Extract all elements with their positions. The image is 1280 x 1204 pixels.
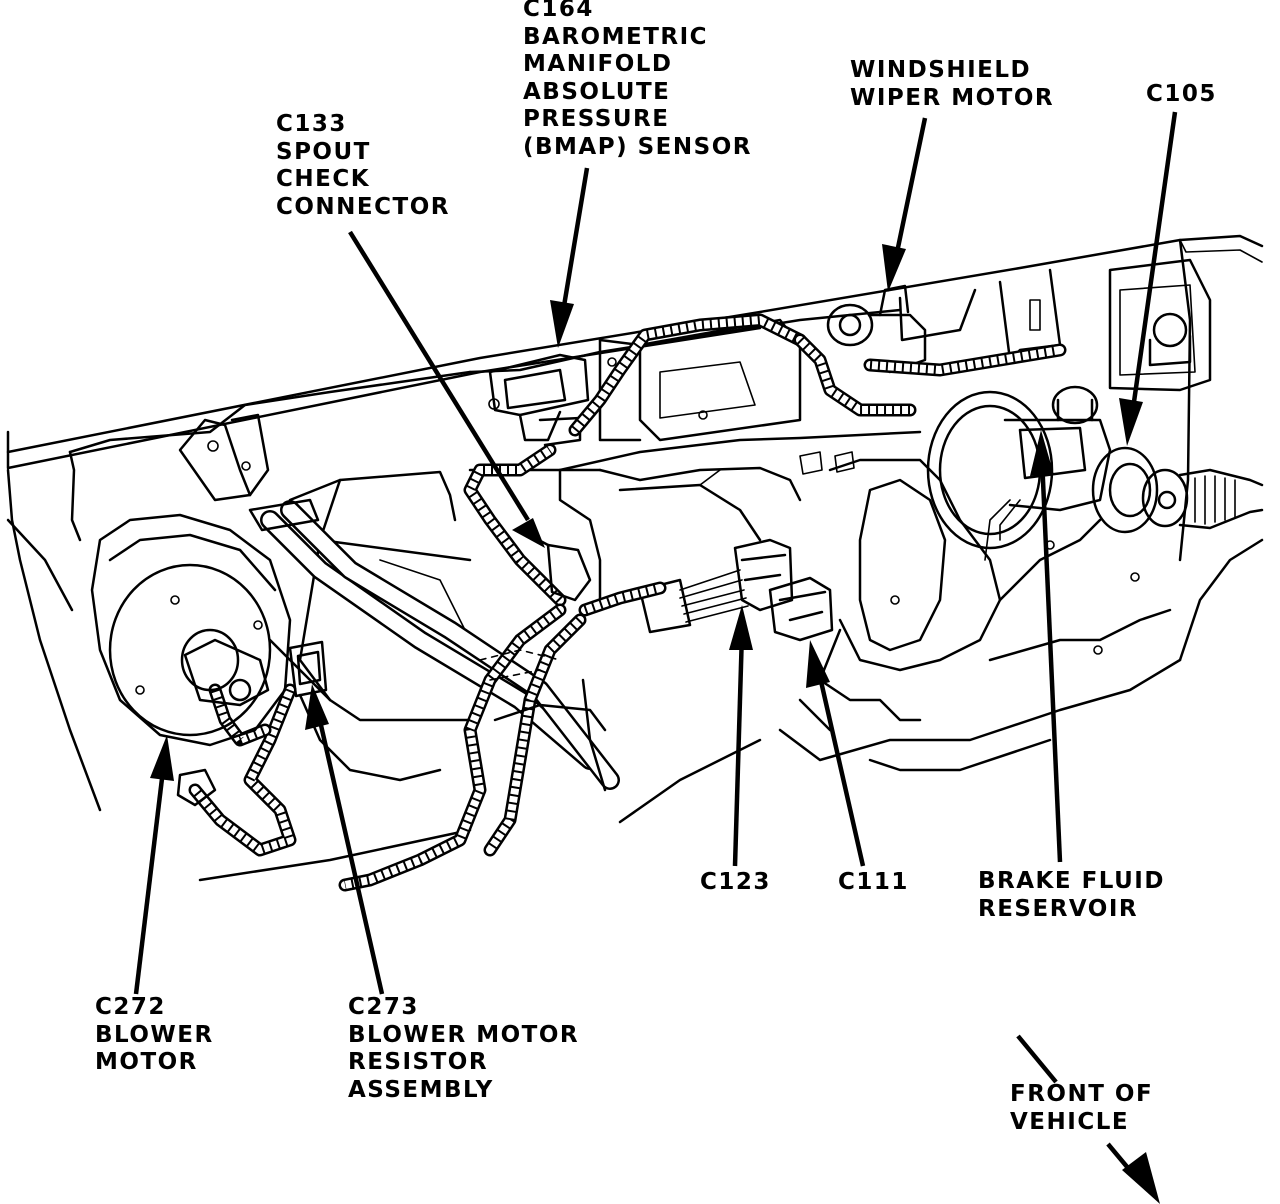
c164-bmap-sensor-label: C164 BAROMETRIC MANIFOLD ABSOLUTE PRESSU…	[523, 0, 752, 161]
c273-blower-motor-resistor-label: C273 BLOWER MOTOR RESISTOR ASSEMBLY	[348, 994, 579, 1104]
label-line: MOTOR	[95, 1049, 198, 1075]
label-line: ASSEMBLY	[348, 1076, 494, 1103]
c105-label: C105	[1146, 81, 1217, 109]
label-line: C111	[838, 869, 909, 895]
label-line: CONNECTOR	[276, 193, 450, 220]
blower-resistor	[288, 640, 328, 698]
label-line: WIPER MOTOR	[850, 84, 1055, 111]
label-line: C123	[700, 869, 771, 895]
cowl-panel	[6, 234, 1264, 882]
label-line: C105	[1146, 81, 1217, 107]
blower-motor	[90, 513, 292, 807]
label-line: C164	[523, 0, 594, 22]
label-line: RESISTOR	[348, 1049, 489, 1075]
label-line: FRONT OF	[1010, 1081, 1154, 1107]
front-of-vehicle-label: FRONT OF VEHICLE	[1010, 1081, 1153, 1136]
windshield-wiper-motor-label: WINDSHIELD WIPER MOTOR	[850, 57, 1054, 112]
c123-c111-connectors	[638, 538, 834, 642]
label-line: CHECK	[276, 166, 371, 192]
brake-booster	[926, 385, 1112, 561]
label-line: MANIFOLD	[523, 51, 673, 77]
label-line: ABSOLUTE	[523, 78, 671, 105]
brake-fluid-reservoir-label: BRAKE FLUID RESERVOIR	[978, 868, 1165, 923]
c123-label: C123	[700, 869, 771, 897]
label-line: PRESSURE	[523, 106, 670, 132]
label-line: BRAKE FLUID	[978, 868, 1165, 894]
leader-arrows	[133, 111, 1178, 1204]
label-line: C272	[95, 994, 166, 1020]
label-line: C273	[348, 994, 419, 1020]
c105-connector	[1091, 446, 1264, 534]
label-line: BLOWER	[95, 1021, 214, 1048]
c111-label: C111	[838, 869, 909, 897]
label-line: C133	[276, 111, 347, 137]
heater-hoses	[248, 498, 620, 790]
label-line: VEHICLE	[1010, 1108, 1130, 1135]
label-line: BAROMETRIC	[523, 23, 709, 50]
label-line: BLOWER MOTOR	[348, 1021, 580, 1048]
label-line: SPOUT	[276, 138, 371, 165]
label-line: WINDSHIELD	[850, 57, 1032, 83]
c272-blower-motor-label: C272 BLOWER MOTOR	[95, 994, 214, 1077]
wiring-harness	[188, 313, 1067, 892]
label-line: (BMAP) SENSOR	[523, 133, 752, 160]
label-line: RESERVOIR	[978, 895, 1139, 922]
c133-spout-check-connector-label: C133 SPOUT CHECK CONNECTOR	[276, 111, 450, 221]
